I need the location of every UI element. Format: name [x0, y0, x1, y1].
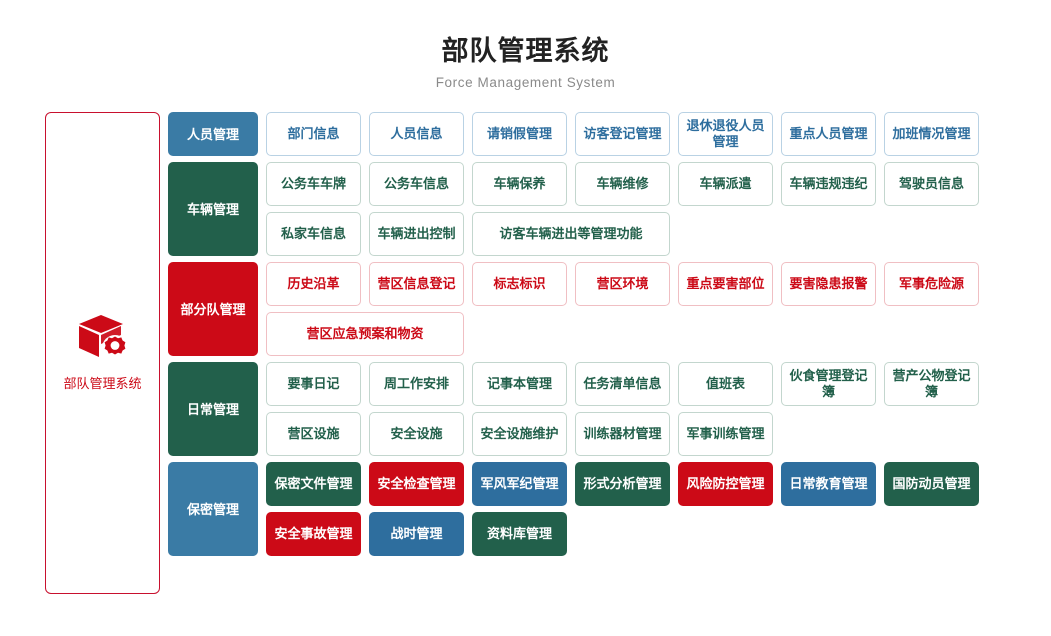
item-row: 营区应急预案和物资: [266, 312, 1051, 356]
module-button[interactable]: 车辆进出控制: [369, 212, 464, 256]
item-row: 公务车车牌公务车信息车辆保养车辆维修车辆派遣车辆违规违纪驾驶员信息: [266, 162, 1051, 206]
module-button[interactable]: 记事本管理: [472, 362, 567, 406]
category-button[interactable]: 部分队管理: [168, 262, 258, 356]
module-button[interactable]: 军事危险源: [884, 262, 979, 306]
cube-gear-icon: [78, 315, 128, 361]
sidebar-label: 部队管理系统: [63, 376, 142, 391]
category-items: 历史沿革营区信息登记标志标识营区环境重点要害部位要害隐患报警军事危险源营区应急预…: [266, 262, 1051, 356]
module-button[interactable]: 形式分析管理: [575, 462, 670, 506]
module-button[interactable]: 日常教育管理: [781, 462, 876, 506]
module-button[interactable]: 安全检查管理: [369, 462, 464, 506]
module-button[interactable]: 请销假管理: [472, 112, 567, 156]
module-button[interactable]: 历史沿革: [266, 262, 361, 306]
page-header: 部队管理系统 Force Management System: [0, 0, 1051, 92]
module-button[interactable]: 私家车信息: [266, 212, 361, 256]
module-button[interactable]: 标志标识: [472, 262, 567, 306]
module-button[interactable]: 战时管理: [369, 512, 464, 556]
module-button[interactable]: 营区信息登记: [369, 262, 464, 306]
module-button[interactable]: 风险防控管理: [678, 462, 773, 506]
module-button[interactable]: 国防动员管理: [884, 462, 979, 506]
module-button[interactable]: 周工作安排: [369, 362, 464, 406]
module-button[interactable]: 营区环境: [575, 262, 670, 306]
page-subtitle: Force Management System: [435, 75, 616, 90]
module-button[interactable]: 加班情况管理: [884, 112, 979, 156]
module-button[interactable]: 人员信息: [369, 112, 464, 156]
item-row: 营区设施安全设施安全设施维护训练器材管理军事训练管理: [266, 412, 1051, 456]
category-button[interactable]: 日常管理: [168, 362, 258, 456]
item-row: 历史沿革营区信息登记标志标识营区环境重点要害部位要害隐患报警军事危险源: [266, 262, 1051, 306]
category-row: 车辆管理公务车车牌公务车信息车辆保养车辆维修车辆派遣车辆违规违纪驾驶员信息私家车…: [168, 162, 1051, 256]
item-row: 部门信息人员信息请销假管理访客登记管理退休退役人员管理重点人员管理加班情况管理: [266, 112, 1051, 156]
module-button[interactable]: 重点人员管理: [781, 112, 876, 156]
module-button[interactable]: 访客登记管理: [575, 112, 670, 156]
module-button[interactable]: 任务清单信息: [575, 362, 670, 406]
module-button[interactable]: 安全设施维护: [472, 412, 567, 456]
item-row: 保密文件管理安全检查管理军风军纪管理形式分析管理风险防控管理日常教育管理国防动员…: [266, 462, 1051, 506]
module-button[interactable]: 重点要害部位: [678, 262, 773, 306]
module-button[interactable]: 训练器材管理: [575, 412, 670, 456]
module-button[interactable]: 军风军纪管理: [472, 462, 567, 506]
module-button[interactable]: 车辆保养: [472, 162, 567, 206]
page-title: 部队管理系统: [441, 36, 610, 66]
module-button[interactable]: 车辆派遣: [678, 162, 773, 206]
category-row: 人员管理部门信息人员信息请销假管理访客登记管理退休退役人员管理重点人员管理加班情…: [168, 112, 1051, 156]
category-button[interactable]: 人员管理: [168, 112, 258, 156]
category-row: 保密管理保密文件管理安全检查管理军风军纪管理形式分析管理风险防控管理日常教育管理…: [168, 462, 1051, 556]
module-button[interactable]: 公务车信息: [369, 162, 464, 206]
module-button[interactable]: 营区应急预案和物资: [266, 312, 464, 356]
item-row: 私家车信息车辆进出控制访客车辆进出等管理功能: [266, 212, 1051, 256]
sidebar[interactable]: 部队管理系统: [45, 112, 160, 594]
module-button[interactable]: 公务车车牌: [266, 162, 361, 206]
module-button[interactable]: 安全事故管理: [266, 512, 361, 556]
category-items: 要事日记周工作安排记事本管理任务清单信息值班表伙食管理登记簿营产公物登记簿营区设…: [266, 362, 1051, 456]
category-grid: 人员管理部门信息人员信息请销假管理访客登记管理退休退役人员管理重点人员管理加班情…: [168, 112, 1051, 594]
category-button[interactable]: 车辆管理: [168, 162, 258, 256]
category-row: 日常管理要事日记周工作安排记事本管理任务清单信息值班表伙食管理登记簿营产公物登记…: [168, 362, 1051, 456]
item-row: 要事日记周工作安排记事本管理任务清单信息值班表伙食管理登记簿营产公物登记簿: [266, 362, 1051, 406]
module-button[interactable]: 安全设施: [369, 412, 464, 456]
module-button[interactable]: 要害隐患报警: [781, 262, 876, 306]
module-button[interactable]: 保密文件管理: [266, 462, 361, 506]
module-button[interactable]: 访客车辆进出等管理功能: [472, 212, 670, 256]
module-button[interactable]: 部门信息: [266, 112, 361, 156]
module-button[interactable]: 营产公物登记簿: [884, 362, 979, 406]
category-items: 公务车车牌公务车信息车辆保养车辆维修车辆派遣车辆违规违纪驾驶员信息私家车信息车辆…: [266, 162, 1051, 256]
module-button[interactable]: 退休退役人员管理: [678, 112, 773, 156]
module-button[interactable]: 车辆违规违纪: [781, 162, 876, 206]
category-button[interactable]: 保密管理: [168, 462, 258, 556]
body-container: 部队管理系统 人员管理部门信息人员信息请销假管理访客登记管理退休退役人员管理重点…: [0, 112, 1051, 594]
category-items: 部门信息人员信息请销假管理访客登记管理退休退役人员管理重点人员管理加班情况管理: [266, 112, 1051, 156]
module-button[interactable]: 值班表: [678, 362, 773, 406]
module-button[interactable]: 驾驶员信息: [884, 162, 979, 206]
module-button[interactable]: 资料库管理: [472, 512, 567, 556]
category-row: 部分队管理历史沿革营区信息登记标志标识营区环境重点要害部位要害隐患报警军事危险源…: [168, 262, 1051, 356]
module-button[interactable]: 要事日记: [266, 362, 361, 406]
module-button[interactable]: 车辆维修: [575, 162, 670, 206]
module-button[interactable]: 营区设施: [266, 412, 361, 456]
module-button[interactable]: 军事训练管理: [678, 412, 773, 456]
module-button[interactable]: 伙食管理登记簿: [781, 362, 876, 406]
item-row: 安全事故管理战时管理资料库管理: [266, 512, 1051, 556]
category-items: 保密文件管理安全检查管理军风军纪管理形式分析管理风险防控管理日常教育管理国防动员…: [266, 462, 1051, 556]
